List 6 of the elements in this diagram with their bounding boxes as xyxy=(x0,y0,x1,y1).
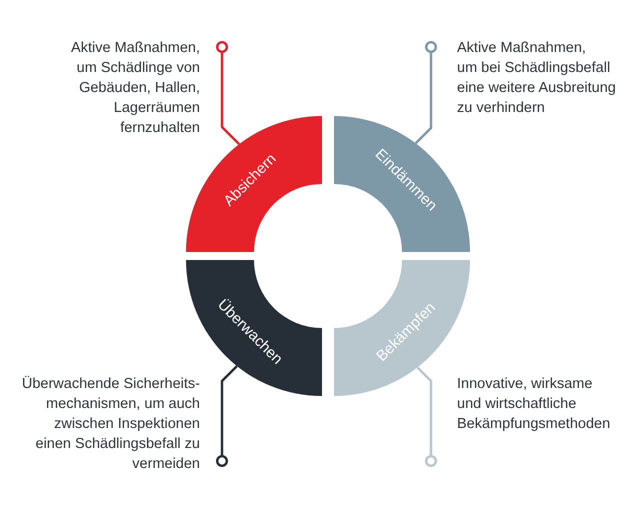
description-text: Innovative, wirksame und wirtschaftliche Bekämpfungsmethoden xyxy=(457,374,610,434)
leader-line xyxy=(216,365,238,467)
description-text: Aktive Maßnahmen, um bei Schädlingsbefall eine weitere Ausbreitung zu verhindern xyxy=(457,38,616,118)
leader-line xyxy=(416,366,437,467)
description-text: Aktive Maßnahmen, um Schädlinge von Gebäuden, Hallen, Lagerräumen fernzuhalten xyxy=(71,38,200,138)
description-text: Überwachende Sicherheits- mechanismen, um auch zwischen Inspektionen einen Schädlingsbefall zu vermeiden xyxy=(22,374,200,474)
